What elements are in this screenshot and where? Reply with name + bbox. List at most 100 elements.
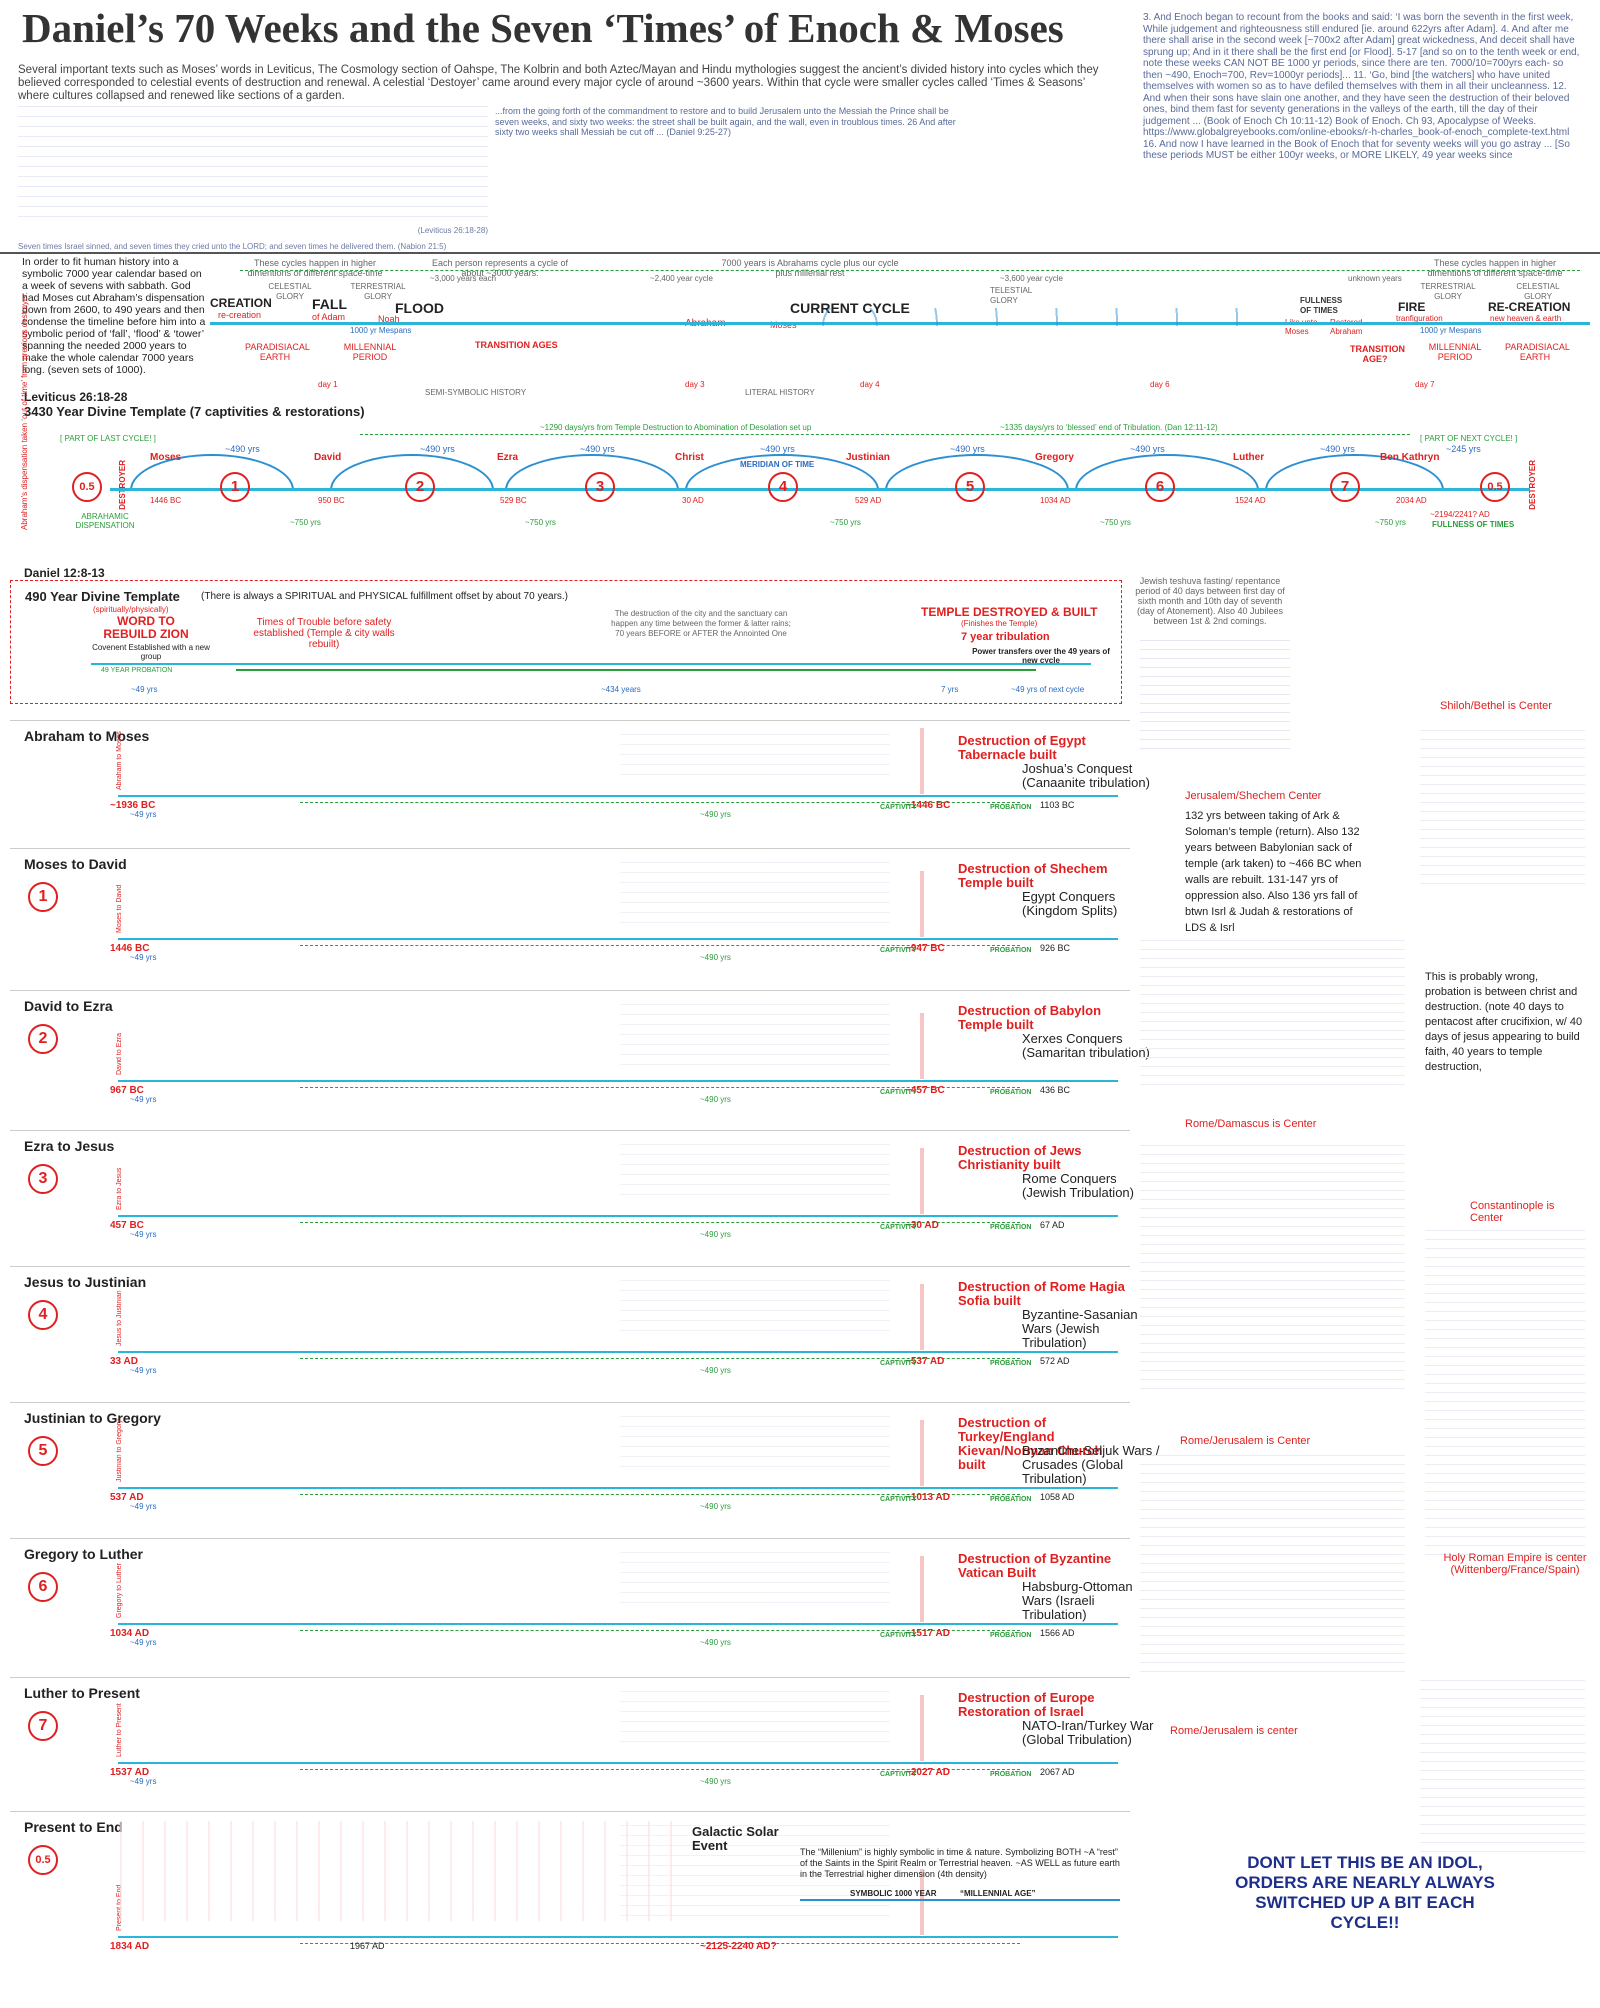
warning-text: DONT LET THIS BE AN IDOL, ORDERS ARE NEA… — [1235, 1853, 1495, 1932]
span-1290: ~1290 days/yrs from Temple Destruction t… — [540, 423, 812, 432]
section-captivity: CAPTIVITY — [880, 1360, 917, 1367]
section-destruction: Destruction of Egypt Tabernacle built — [958, 733, 1086, 762]
fire-label: FIRE — [1398, 300, 1426, 314]
side-notes-6 — [1140, 1455, 1405, 1680]
section-divider — [10, 720, 1130, 721]
section-divider — [10, 1130, 1130, 1131]
section-captivity: CAPTIVITY — [880, 1089, 917, 1096]
page-title: Daniel’s 70 Weeks and the Seven ‘Times’ … — [22, 5, 1064, 51]
section-conquest: Byzantine-Sasanian Wars (Jewish Tribulat… — [1022, 1307, 1138, 1350]
circle-1: 1 — [220, 472, 250, 502]
enoch-notes: 3. And Enoch began to recount from the b… — [1143, 12, 1580, 161]
of-adam: of Adam — [312, 312, 346, 322]
literal-history: LITERAL HISTORY — [745, 388, 815, 397]
section-end-marker — [920, 1869, 924, 1935]
section-divider — [10, 1677, 1130, 1678]
yrs-490-e: ~490 yrs — [950, 444, 985, 454]
section-yrs490: ~490 yrs — [700, 810, 731, 819]
daniel-heading: 490 Year Divine Template — [25, 589, 180, 604]
part-next-cycle: [ PART OF NEXT CYCLE! ] — [1420, 434, 1518, 443]
section-block: Justinian to Gregory 5 537 AD ~1013 AD 1… — [0, 1402, 1160, 1532]
section-timeline — [118, 1351, 1118, 1353]
section-number: 5 — [28, 1436, 58, 1466]
section-number: 0.5 — [28, 1845, 58, 1875]
section-green-span — [300, 1494, 1020, 1495]
section-yrs490: ~490 yrs — [700, 1230, 731, 1239]
section-title: Ezra to Jesus — [24, 1138, 115, 1154]
section-yrs49: ~49 yrs — [130, 1638, 157, 1647]
center-shiloh: Shiloh/Bethel is Center — [1440, 700, 1552, 712]
power-transfers: Power transfers over the 49 years of new… — [972, 647, 1110, 665]
leviticus-ref-heading: Leviticus 26:18-28 — [24, 390, 128, 404]
yrs-49-left: ~49 yrs — [131, 685, 158, 694]
explain-text: In order to fit human history into a sym… — [22, 256, 206, 376]
section-start: 1034 AD — [110, 1628, 150, 1639]
fullness-top: FULLNESS OF TIMES — [1300, 296, 1343, 315]
section-destruction: Destruction of Shechem Temple built — [958, 861, 1108, 890]
section-yrs49: ~49 yrs — [130, 953, 157, 962]
circle-3: 3 — [585, 472, 615, 502]
symbolic-1000: SYMBOLIC 1000 YEAR — [850, 1889, 937, 1898]
daniel-green-line — [236, 669, 1036, 671]
covenant-established: Covenent Established with a new group — [92, 643, 210, 661]
circle-0-5-left: 0.5 — [72, 472, 102, 502]
template-span-line — [360, 434, 1410, 435]
section-start-tag: Ezra to Jesus — [116, 1167, 123, 1210]
section-timeline — [118, 938, 1118, 940]
section-probation: PROBATION — [990, 1089, 1032, 1096]
section-yrs49: ~49 yrs — [130, 1502, 157, 1511]
fig-ezra: Ezra — [497, 452, 519, 463]
section-probation: PROBATION — [990, 947, 1032, 954]
section-end: ~1013 AD — [905, 1492, 950, 1503]
section-green-span — [300, 1943, 1020, 1944]
spiritual-physical: (spiritually/physically) — [93, 605, 169, 614]
center-rome-jerusalem-2: Rome/Jerusalem is center — [1170, 1725, 1298, 1737]
section-other-date: 436 BC — [1040, 1085, 1071, 1095]
years-3600: ~3,600 year cycle — [1000, 274, 1063, 283]
paradisiacal-left: PARADISIACAL EARTH — [245, 342, 310, 362]
yrs-490-a: ~490 yrs — [225, 444, 260, 454]
section-probation: PROBATION — [990, 1360, 1032, 1367]
millenium-note: The “Millenium” is highly symbolic in ti… — [800, 1847, 1120, 1879]
terrestrial-right: TERRESTRIAL GLORY — [1420, 282, 1476, 301]
section-captivity: CAPTIVITY — [880, 1632, 917, 1639]
present-end-bars — [120, 1821, 680, 1921]
section-start-tag: Justinian to Gregory — [116, 1419, 123, 1482]
fig-david: David — [314, 452, 342, 463]
destroyer-left: DESTROYER — [118, 460, 127, 510]
date-529ad: 529 AD — [855, 496, 882, 505]
section-block: Ezra to Jesus 3 457 BC ~30 AD 67 AD ~49 … — [0, 1130, 1134, 1260]
section-title: Moses to David — [24, 856, 127, 872]
section-green-span — [300, 802, 1020, 803]
ark-note: 132 yrs between taking of Ark & Soloman’… — [1185, 810, 1362, 934]
section-notes — [620, 1004, 890, 1069]
section-start-tag: Jesus to Justinian — [116, 1290, 123, 1346]
mespans-right: 1000 yr Mespans — [1420, 326, 1482, 335]
daniel-ref: Daniel 12:8-13 — [24, 566, 105, 580]
present-end-extras: Galactic Solar Event The “Millenium” is … — [0, 1811, 1130, 1981]
section-block: Moses to David 1 1446 BC ~947 BC 926 BC … — [0, 848, 1130, 983]
section-end: ~537 AD — [905, 1356, 945, 1367]
section-yrs49: ~49 yrs — [130, 1095, 157, 1104]
semi-symbolic: SEMI-SYMBOLIC HISTORY — [425, 388, 527, 397]
side-notes-5 — [1425, 1230, 1585, 1560]
section-destruction: Destruction of Europe Restoration of Isr… — [958, 1690, 1095, 1719]
transfiguration: tranfiguration — [1396, 314, 1443, 323]
seven-times-quote: Seven times Israel sinned, and seven tim… — [18, 242, 447, 251]
right-column: Shiloh/Bethel is Center Jerusalem/Sheche… — [1140, 640, 1590, 1940]
section-probation: PROBATION — [990, 1771, 1032, 1778]
cycle-arcs — [820, 308, 1260, 326]
section-yrs490: ~490 yrs — [700, 1638, 731, 1647]
fig-moses: Moses — [150, 452, 182, 463]
section-start-tag: Abraham to Moses — [116, 731, 123, 790]
date-30ad: 30 AD — [682, 496, 704, 505]
section-captivity: CAPTIVITY — [880, 1224, 917, 1231]
section-end-marker — [920, 1284, 924, 1350]
section-block: Jesus to Justinian 4 33 AD ~537 AD 572 A… — [0, 1266, 1138, 1396]
destruction-middle-note: The destruction of the city and the sanc… — [611, 609, 791, 638]
section-divider — [10, 1402, 1130, 1403]
section-start: 1446 BC — [110, 943, 150, 954]
section-other-date: 1967 AD — [350, 1941, 385, 1951]
leviticus-quote-block: (Leviticus 26:18-28) Seven times Israel … — [18, 106, 488, 266]
section-timeline — [118, 1762, 1118, 1764]
